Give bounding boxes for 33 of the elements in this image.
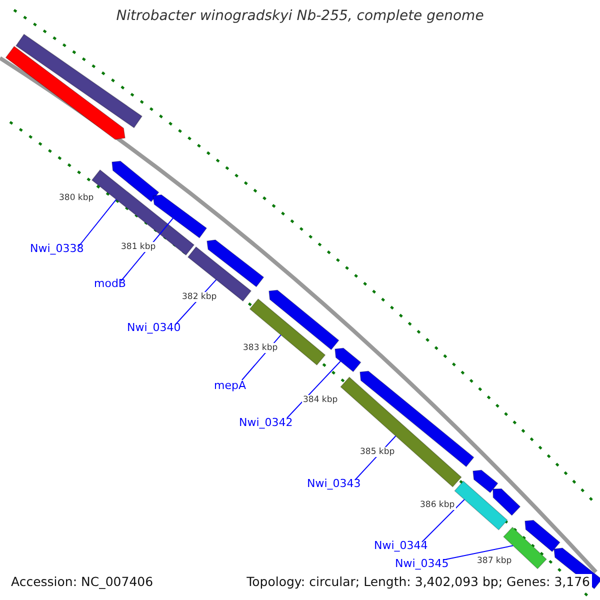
gene-label: modB bbox=[94, 277, 126, 290]
gene-segment bbox=[15, 34, 143, 128]
gene-segment bbox=[524, 520, 560, 552]
position-tick-label: 385 kbp bbox=[359, 447, 396, 457]
gene-segment bbox=[206, 240, 264, 288]
genome-stats-text: Topology: circular; Length: 3,402,093 bp; Genes: 3,176 bbox=[244, 574, 592, 589]
gene-label: Nwi_0338 bbox=[30, 242, 84, 255]
leader-line bbox=[286, 360, 341, 418]
gene-label: Nwi_0340 bbox=[127, 321, 181, 334]
gene-label: mepA bbox=[214, 379, 246, 392]
position-tick-label: 382 kbp bbox=[181, 292, 218, 302]
gene-segment bbox=[492, 488, 521, 516]
leader-line bbox=[422, 498, 465, 542]
position-tick-label: 380 kbp bbox=[58, 193, 95, 203]
gene-segment bbox=[472, 470, 498, 494]
accession-text: Accession: NC_007406 bbox=[9, 574, 156, 589]
position-tick-label: 381 kbp bbox=[120, 242, 157, 252]
genome-title: Nitrobacter winogradskyi Nb-255, complete genome bbox=[115, 8, 485, 24]
leader-line bbox=[78, 198, 117, 246]
gene-label: Nwi_0343 bbox=[307, 477, 361, 490]
gene-label: Nwi_0344 bbox=[374, 539, 428, 552]
gene-segment bbox=[5, 46, 126, 140]
gene-label: Nwi_0342 bbox=[239, 416, 293, 429]
position-tick-label: 384 kbp bbox=[302, 395, 339, 405]
position-tick-label: 387 kbp bbox=[476, 556, 513, 566]
gene-segment bbox=[152, 194, 208, 238]
position-tick-label: 386 kbp bbox=[419, 500, 456, 510]
gene-segment bbox=[334, 348, 362, 372]
gene-segment bbox=[112, 160, 160, 202]
gene-segment bbox=[360, 370, 474, 468]
gene-label: Nwi_0345 bbox=[395, 557, 449, 570]
position-tick-label: 383 kbp bbox=[242, 343, 279, 353]
gene-segment bbox=[454, 480, 508, 530]
